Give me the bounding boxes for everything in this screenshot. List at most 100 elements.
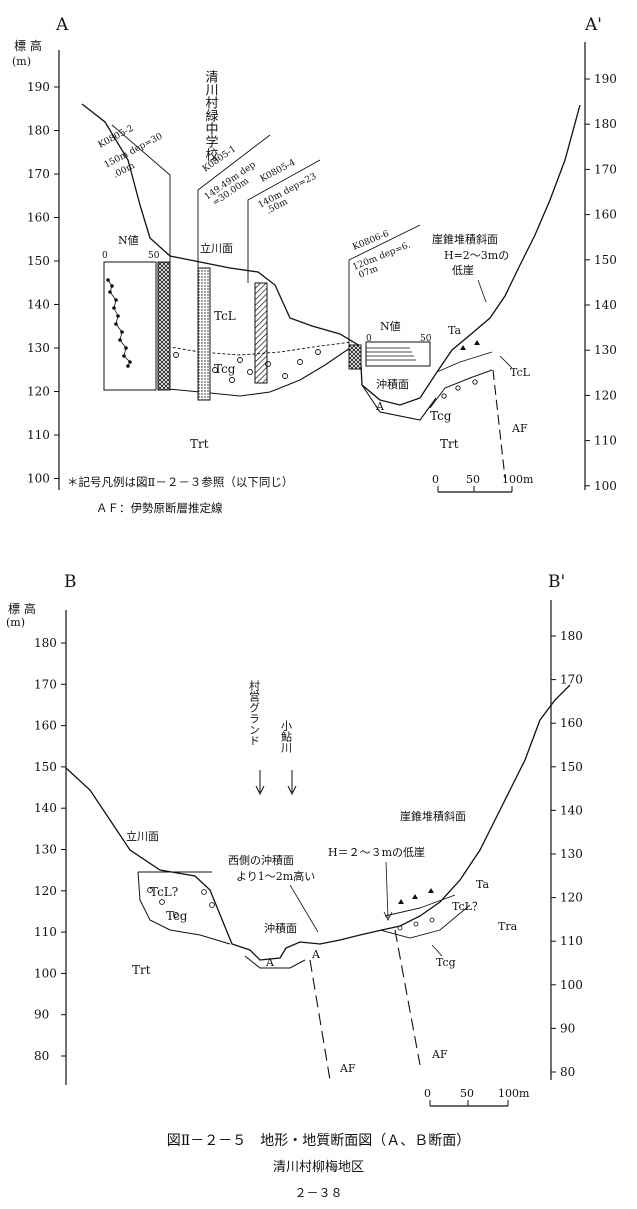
figure-caption-title: 図Ⅱ－２－５ 地形・地質断面図（Ａ、Ｂ断面） bbox=[166, 1133, 471, 1149]
tick-label: 160 bbox=[594, 208, 617, 222]
section-a-label-left: A bbox=[55, 15, 69, 35]
n-value-tick-50: 50 bbox=[148, 251, 160, 261]
n-value-point bbox=[118, 338, 122, 342]
section-a-legend-note: ＊記号凡例は図Ⅱ－２－３参照（以下同じ） bbox=[67, 475, 293, 489]
n-value-point bbox=[124, 346, 128, 350]
page-number: ２－３８ bbox=[294, 1186, 343, 1200]
section-a-a-unit: A bbox=[375, 400, 385, 413]
n-value-point bbox=[128, 360, 132, 364]
borehole-k0805-2 bbox=[157, 261, 171, 391]
section-b-tcg-base bbox=[137, 871, 231, 945]
section-b-af-label-2: AF bbox=[431, 1048, 448, 1061]
tick-label: 120 bbox=[594, 388, 617, 402]
section-b-a1-label: A bbox=[265, 956, 275, 969]
tick-label: 90 bbox=[560, 1021, 575, 1035]
tick-label: 130 bbox=[594, 343, 617, 357]
tick-label: 80 bbox=[560, 1065, 575, 1079]
tick-label: 100 bbox=[27, 472, 50, 486]
n-value-point bbox=[114, 298, 118, 302]
section-b-tcl-label: TcL? bbox=[150, 885, 178, 899]
tick-label: 180 bbox=[34, 636, 57, 650]
tick-label: 180 bbox=[27, 124, 50, 138]
section-b-scale-100: 100m bbox=[498, 1087, 530, 1100]
section-b-ground-surface bbox=[65, 684, 571, 961]
section-a-trt-right-label: Trt bbox=[440, 437, 459, 451]
section-a-trt-label: Trt bbox=[190, 437, 209, 451]
figure-caption-subtitle: 清川村柳梅地区 bbox=[272, 1160, 364, 1175]
section-a-tcg-label: Tcg bbox=[214, 362, 236, 376]
section-b-talus-label: 崖錐堆積斜面 bbox=[400, 809, 466, 823]
n-value-label-right: N値 bbox=[380, 320, 401, 333]
section-b-tachikawa-label: 立川面 bbox=[126, 829, 159, 843]
section-b-west-note-2: より1～2m高い bbox=[236, 869, 315, 883]
n-value-points-left bbox=[106, 278, 132, 368]
section-b-a2-label: A bbox=[311, 948, 321, 961]
tick-label: 110 bbox=[594, 434, 617, 448]
section-a-alluvial-trench bbox=[361, 384, 437, 421]
section-b-af-label-1: AF bbox=[339, 1062, 356, 1075]
n-value-point bbox=[112, 306, 116, 310]
section-b-af-fault-line-1 bbox=[309, 959, 331, 1081]
section-b-tcg-label: Tcg bbox=[166, 909, 188, 923]
section-a-label-right: A' bbox=[584, 15, 602, 35]
n-value-point bbox=[110, 284, 114, 288]
tick-label: 130 bbox=[560, 847, 583, 861]
section-a-scale-0: 0 bbox=[432, 473, 439, 486]
section-a-ta-base bbox=[436, 351, 493, 373]
section-a-talus-label: 崖錐堆積斜面 bbox=[432, 232, 498, 246]
section-b-west-note-1: 西側の沖積面 bbox=[228, 853, 294, 867]
section-b: B B' 標 高 (m) 180170160150140130120110100… bbox=[6, 572, 583, 1107]
section-a-scarp-height: H=2～3mの bbox=[444, 249, 509, 262]
tick-label: 150 bbox=[594, 253, 617, 267]
tick-label: 140 bbox=[27, 298, 50, 312]
tick-label: 160 bbox=[27, 211, 50, 225]
section-a-af-note: ＡＦ：伊勢原断層推定線 bbox=[96, 501, 223, 515]
borehole-k0805-4-id: K0805-4 bbox=[259, 158, 298, 185]
n-value-box-right bbox=[365, 341, 431, 367]
tick-label: 170 bbox=[27, 167, 50, 181]
section-a-alluvial-label: 沖積面 bbox=[376, 377, 409, 391]
section-b-gravel-marks bbox=[147, 887, 215, 918]
section-a-scale-bar: 0 50 100m bbox=[432, 473, 534, 493]
tick-label: 100 bbox=[594, 479, 617, 493]
tick-label: 170 bbox=[594, 162, 617, 176]
section-a-scale-100: 100m bbox=[502, 473, 534, 486]
section-b-river-label: 小鮎川 bbox=[280, 720, 293, 753]
tick-label: 160 bbox=[34, 719, 57, 733]
section-a-ta-label: Ta bbox=[448, 324, 461, 337]
tick-label: 170 bbox=[560, 673, 583, 687]
tick-label: 130 bbox=[27, 341, 50, 355]
tick-label: 100 bbox=[560, 978, 583, 992]
section-a-tachikawa-label: 立川面 bbox=[200, 241, 233, 255]
n-value-right-tick-0: 0 bbox=[366, 334, 372, 344]
section-b-scale-50: 50 bbox=[460, 1087, 474, 1100]
tick-label: 170 bbox=[34, 677, 57, 691]
tick-label: 150 bbox=[34, 760, 57, 774]
section-b-tcg-right-label: Tcg bbox=[436, 956, 456, 969]
tick-label: 110 bbox=[27, 428, 50, 442]
tick-label: 180 bbox=[594, 117, 617, 131]
section-b-scale-0: 0 bbox=[424, 1087, 431, 1100]
tick-label: 160 bbox=[560, 716, 583, 730]
section-a-axis-title: 標 高 bbox=[14, 38, 42, 53]
section-b-trt-label: Trt bbox=[132, 963, 151, 977]
n-value-point bbox=[114, 322, 118, 326]
section-a: A A' 標 高 (m) 190180170160150140130120110… bbox=[12, 15, 617, 515]
section-b-alluvial-label: 沖積面 bbox=[264, 921, 297, 935]
n-value-point bbox=[108, 290, 112, 294]
section-b-tcg-right-base bbox=[379, 904, 471, 939]
borehole-k0805-4 bbox=[254, 282, 268, 384]
section-b-ta-label: Ta bbox=[476, 878, 489, 891]
section-a-axis-unit: (m) bbox=[12, 55, 31, 68]
section-b-label-left: B bbox=[64, 572, 77, 592]
n-value-point bbox=[116, 314, 120, 318]
tick-label: 150 bbox=[27, 254, 50, 268]
school-label: 清川村緑中学校 bbox=[203, 70, 219, 161]
tick-label: 180 bbox=[560, 629, 583, 643]
tick-label: 120 bbox=[560, 891, 583, 905]
section-b-alluvial-trench bbox=[244, 955, 306, 969]
